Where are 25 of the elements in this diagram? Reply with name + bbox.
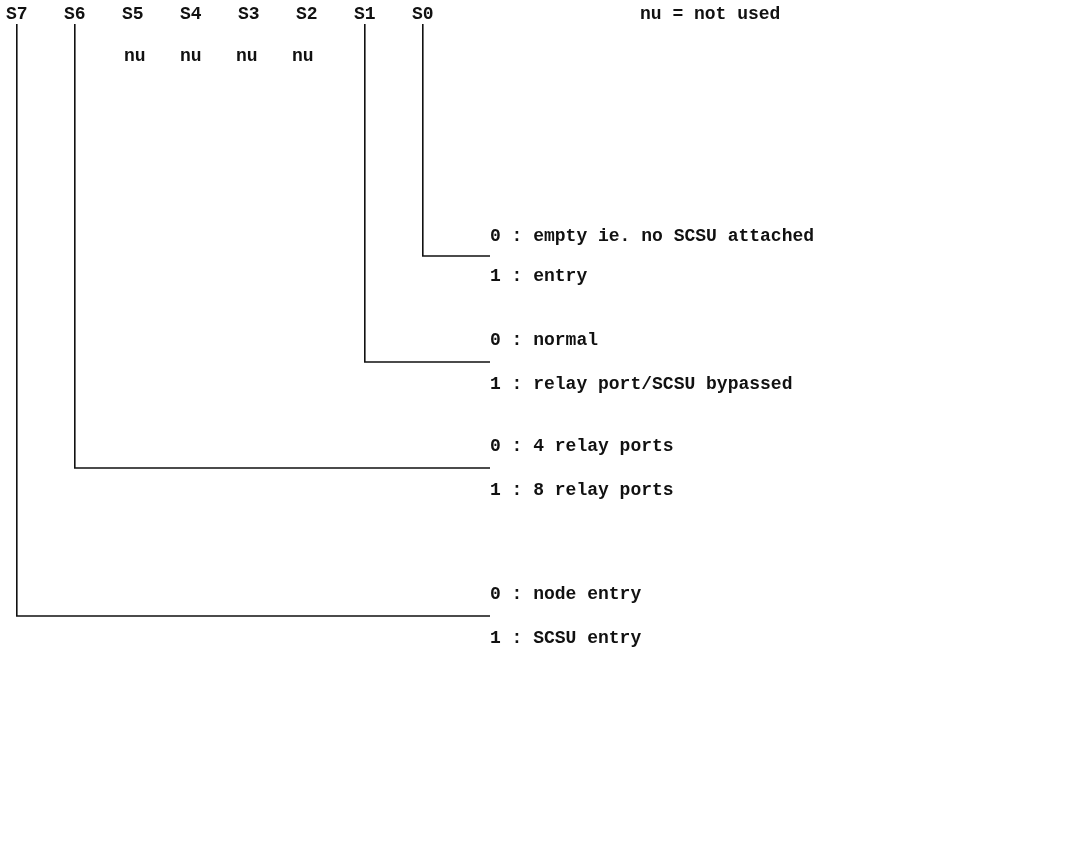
bit-name: S2 — [296, 4, 318, 24]
bit-name: S5 — [122, 4, 144, 24]
unused-bit-label: nu — [236, 46, 258, 66]
bit-value-description: 0 : empty ie. no SCSU attached — [490, 226, 815, 246]
bit-name: S6 — [64, 4, 86, 24]
leader-line — [74, 23, 491, 469]
bit-name: S1 — [354, 4, 376, 24]
bit-name: S3 — [238, 4, 260, 24]
bit-value-description: 1 : entry — [490, 266, 589, 286]
bit-value-description: 0 : normal — [490, 330, 600, 350]
bit-value-description: 1 : relay port/SCSU bypassed — [490, 374, 793, 394]
bit-value-description: 1 : SCSU entry — [490, 628, 642, 648]
bit-value-description: 0 : 4 relay ports — [490, 436, 674, 456]
unused-bit-label: nu — [180, 46, 202, 66]
unused-bit-label: nu — [124, 46, 146, 66]
bit-name: S4 — [180, 4, 202, 24]
leader-line — [422, 23, 491, 257]
unused-bit-label: nu — [292, 46, 314, 66]
bit-name: S0 — [412, 4, 434, 24]
legend-note: nu = not used — [640, 4, 781, 24]
leader-line — [364, 23, 491, 363]
bit-value-description: 0 : node entry — [490, 584, 642, 604]
bit-name: S7 — [6, 4, 28, 24]
bit-value-description: 1 : 8 relay ports — [490, 480, 674, 500]
leader-line — [16, 23, 491, 617]
